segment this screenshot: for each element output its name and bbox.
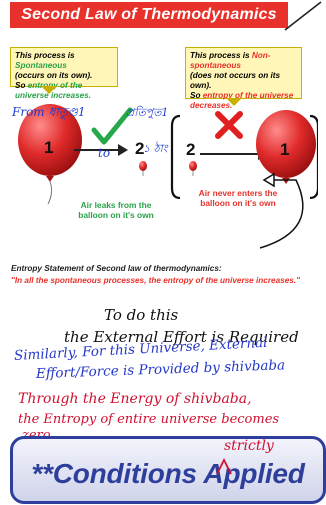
right-source-number: 2 <box>186 140 196 159</box>
handwritten-line-2: the External Effort is Required <box>64 328 299 346</box>
handwritten-line-6: the Entropy of entire universe becomes <box>18 412 280 427</box>
cross-icon <box>215 111 243 139</box>
hand-mark-top: প্রতিপুত1 <box>126 106 169 119</box>
conditions-applied-box: **Conditions Applied <box>10 436 326 504</box>
small-balloon-right-icon <box>189 161 197 176</box>
caret-insert-icon <box>216 457 232 475</box>
small-balloon-icon <box>139 161 147 176</box>
big-balloon-icon <box>18 104 82 205</box>
conditions-applied-label: **Conditions Applied <box>31 458 305 489</box>
page-title-text: Second Law of Thermodynamics <box>21 6 277 23</box>
entropy-decreases-text: entropy of the universe decreases. <box>190 91 294 110</box>
right-balloon-diagram <box>170 110 318 200</box>
handwritten-line-5: Through the Energy of shivbaba, <box>18 391 252 407</box>
hand-to-label: to <box>98 146 111 160</box>
checkmark-icon <box>91 107 133 145</box>
left-caption: Air leaks from the balloon on it's own <box>78 200 154 220</box>
right-bracket <box>309 114 318 200</box>
right-balloon-number: 1 <box>280 140 290 159</box>
entropy-statement-heading: Entropy Statement of Second law of therm… <box>11 264 222 273</box>
spontaneous-word: Spontaneous <box>15 61 67 70</box>
spontaneous-note: This process is Spontaneous (occurs on i… <box>10 47 118 100</box>
handwritten-line-4: Effort/Force is Provided by shivbaba <box>35 357 286 382</box>
hand-mark-bottom: ১ ঠাং <box>143 142 168 155</box>
left-bracket <box>170 114 181 200</box>
page-title: Second Law of Thermodynamics <box>10 2 288 28</box>
handwritten-line-1: To do this <box>104 306 179 324</box>
hand-from-label: From ধাতুণ্ড1 <box>12 105 86 119</box>
right-caption: Air never enters the balloon on it's own <box>198 188 278 208</box>
non-spontaneous-word: Non-spontaneous <box>190 51 271 70</box>
non-spontaneous-note: This process is Non-spontaneous (does no… <box>185 47 302 110</box>
left-balloon-diagram <box>18 104 147 205</box>
handwritten-insert-strictly: strictly <box>224 438 274 454</box>
hand-arrow-icon <box>259 172 304 249</box>
entropy-statement-quote: "In all the spontaneous processes, the e… <box>11 276 300 285</box>
left-target-number: 2 <box>135 139 145 158</box>
left-balloon-number: 1 <box>44 138 54 157</box>
pen-stroke-icon <box>284 1 322 31</box>
